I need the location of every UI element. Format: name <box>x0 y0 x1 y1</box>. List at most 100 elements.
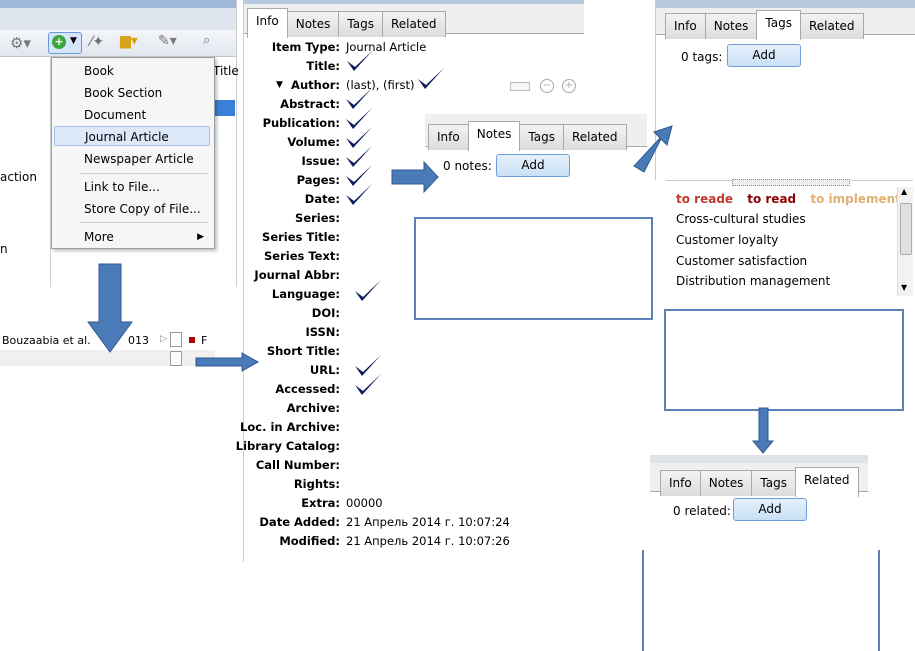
magic-wand-icon[interactable]: ⁄✦ <box>90 34 105 50</box>
menu-item-book[interactable]: Book <box>84 64 114 78</box>
field-label: Rights: <box>293 477 340 491</box>
checkmark-icon <box>346 165 372 186</box>
scroll-thumb[interactable] <box>900 203 912 255</box>
tab-notes[interactable]: Notes <box>699 470 753 496</box>
arrow-right-icon <box>391 160 439 194</box>
row-title: F <box>201 334 208 347</box>
creator-mode-icon[interactable] <box>510 82 530 91</box>
tag-selector: to reade to read to implement Cross-cult… <box>666 179 913 296</box>
tag-item[interactable]: Distribution management <box>676 274 831 288</box>
field-value[interactable]: 21 Апрель 2014 г. 10:07:26 <box>346 534 510 548</box>
tag-scrollbar[interactable]: ▲ ▼ <box>897 187 913 296</box>
add-tag-button[interactable]: Add <box>727 44 801 67</box>
tab-info[interactable]: Info <box>428 124 469 150</box>
field-value[interactable]: Journal Article <box>346 40 427 54</box>
tag-to-implement[interactable]: to implement <box>810 192 901 206</box>
tags-tabs: Info Notes Tags Related <box>665 9 864 40</box>
checkmark-icon <box>355 355 381 376</box>
tags-panel: Info Notes Tags Related 0 tags: Add <box>655 0 915 180</box>
plus-circle-icon: + <box>52 35 66 49</box>
tab-related[interactable]: Related <box>562 124 627 150</box>
field-value[interactable]: 21 Апрель 2014 г. 10:07:24 <box>346 515 510 529</box>
menu-item-document[interactable]: Document <box>84 108 147 122</box>
tab-info[interactable]: Info <box>247 8 288 38</box>
field-label: Short Title: <box>266 344 340 358</box>
attachment-doc-icon <box>170 351 182 366</box>
new-item-menu: Book Book Section Document Journal Artic… <box>51 57 215 249</box>
field-label: Abstract: <box>280 97 340 111</box>
tab-tags[interactable]: Tags <box>519 124 564 150</box>
tag-to-reade[interactable]: to reade <box>676 192 734 206</box>
related-count: 0 related: <box>673 504 731 518</box>
menu-item-book-section[interactable]: Book Section <box>84 86 163 100</box>
tag-selector-splitter[interactable] <box>732 179 850 186</box>
field-label: Series Text: <box>264 249 340 263</box>
menu-item-more[interactable]: More ▶ <box>54 227 210 247</box>
field-label: Title: <box>306 59 340 73</box>
scroll-down-icon[interactable]: ▼ <box>901 283 908 292</box>
menu-item-journal-article[interactable]: Journal Article <box>54 126 210 146</box>
scroll-up-icon[interactable]: ▲ <box>901 187 908 196</box>
arrow-up-right-icon <box>633 125 673 173</box>
tab-notes[interactable]: Notes <box>286 11 340 37</box>
menu-item-store-copy[interactable]: Store Copy of File... <box>84 202 201 216</box>
info-top-strip <box>244 0 584 4</box>
field-label: Series: <box>295 211 340 225</box>
field-label: URL: <box>309 363 340 377</box>
field-label: Volume: <box>287 135 340 149</box>
field-label: Call Number: <box>255 458 340 472</box>
field-label: Language: <box>271 287 340 301</box>
field-value[interactable]: (last), (first) <box>346 78 415 92</box>
tag-item[interactable]: Customer satisfaction <box>676 254 808 268</box>
chevron-right-icon: ▶ <box>197 232 204 242</box>
notes-count: 0 notes: <box>443 159 492 173</box>
add-note-button[interactable]: Add <box>496 154 570 177</box>
tag-item[interactable]: Cross-cultural studies <box>676 212 806 226</box>
tag-item[interactable]: Customer loyalty <box>676 233 779 247</box>
checkmark-icon <box>347 50 373 71</box>
add-creator-icon[interactable]: + <box>562 79 576 93</box>
related-tabs: Info Notes Tags Related <box>660 466 859 497</box>
field-label: Date: <box>304 192 340 206</box>
checkmark-icon <box>355 280 381 301</box>
tab-related[interactable]: Related <box>794 467 859 497</box>
field-label: ISSN: <box>305 325 340 339</box>
menu-item-newspaper-article[interactable]: Newspaper Article <box>84 152 194 166</box>
document-icon <box>170 332 182 347</box>
row-creator: Bouzaabia et al. <box>2 334 91 347</box>
author-expand-icon[interactable]: ▼ <box>276 80 283 90</box>
column-header-title[interactable]: Title <box>213 64 239 78</box>
field-label: Publication: <box>262 116 340 130</box>
field-value[interactable]: 00000 <box>346 496 383 510</box>
tab-related[interactable]: Related <box>381 11 446 37</box>
tab-tags[interactable]: Tags <box>756 10 801 40</box>
add-related-button[interactable]: Add <box>733 498 807 521</box>
field-label: Item Type: <box>271 40 340 54</box>
fragment-text-2: n <box>0 242 8 256</box>
arrow-down-icon <box>751 407 775 454</box>
checkmark-icon <box>346 108 372 129</box>
checkmark-icon <box>346 127 372 148</box>
tab-tags[interactable]: Tags <box>338 11 383 37</box>
annotation-frame-tags <box>664 309 904 411</box>
tag-to-read[interactable]: to read <box>747 192 797 206</box>
tab-tags[interactable]: Tags <box>751 470 796 496</box>
tags-top-strip <box>656 0 915 8</box>
search-icon[interactable]: ⌕ <box>203 33 211 48</box>
attachment-icon[interactable]: ✎▾ <box>158 33 177 49</box>
tab-notes[interactable]: Notes <box>467 121 521 151</box>
remove-creator-icon[interactable]: − <box>540 79 554 93</box>
related-top-strip <box>650 455 868 463</box>
new-item-button[interactable]: + ▼ <box>48 32 82 54</box>
title-strip <box>0 0 236 8</box>
field-label: Loc. in Archive: <box>240 420 340 434</box>
menu-separator <box>80 222 208 223</box>
tab-info[interactable]: Info <box>660 470 701 496</box>
expand-triangle-icon[interactable]: ▷ <box>160 334 167 344</box>
row-highlight <box>213 100 235 116</box>
tags-count: 0 tags: <box>681 50 723 64</box>
note-icon[interactable]: ▆▾ <box>120 33 138 49</box>
menu-item-link-to-file[interactable]: Link to File... <box>84 180 160 194</box>
gear-icon[interactable]: ⚙▾ <box>10 34 31 52</box>
